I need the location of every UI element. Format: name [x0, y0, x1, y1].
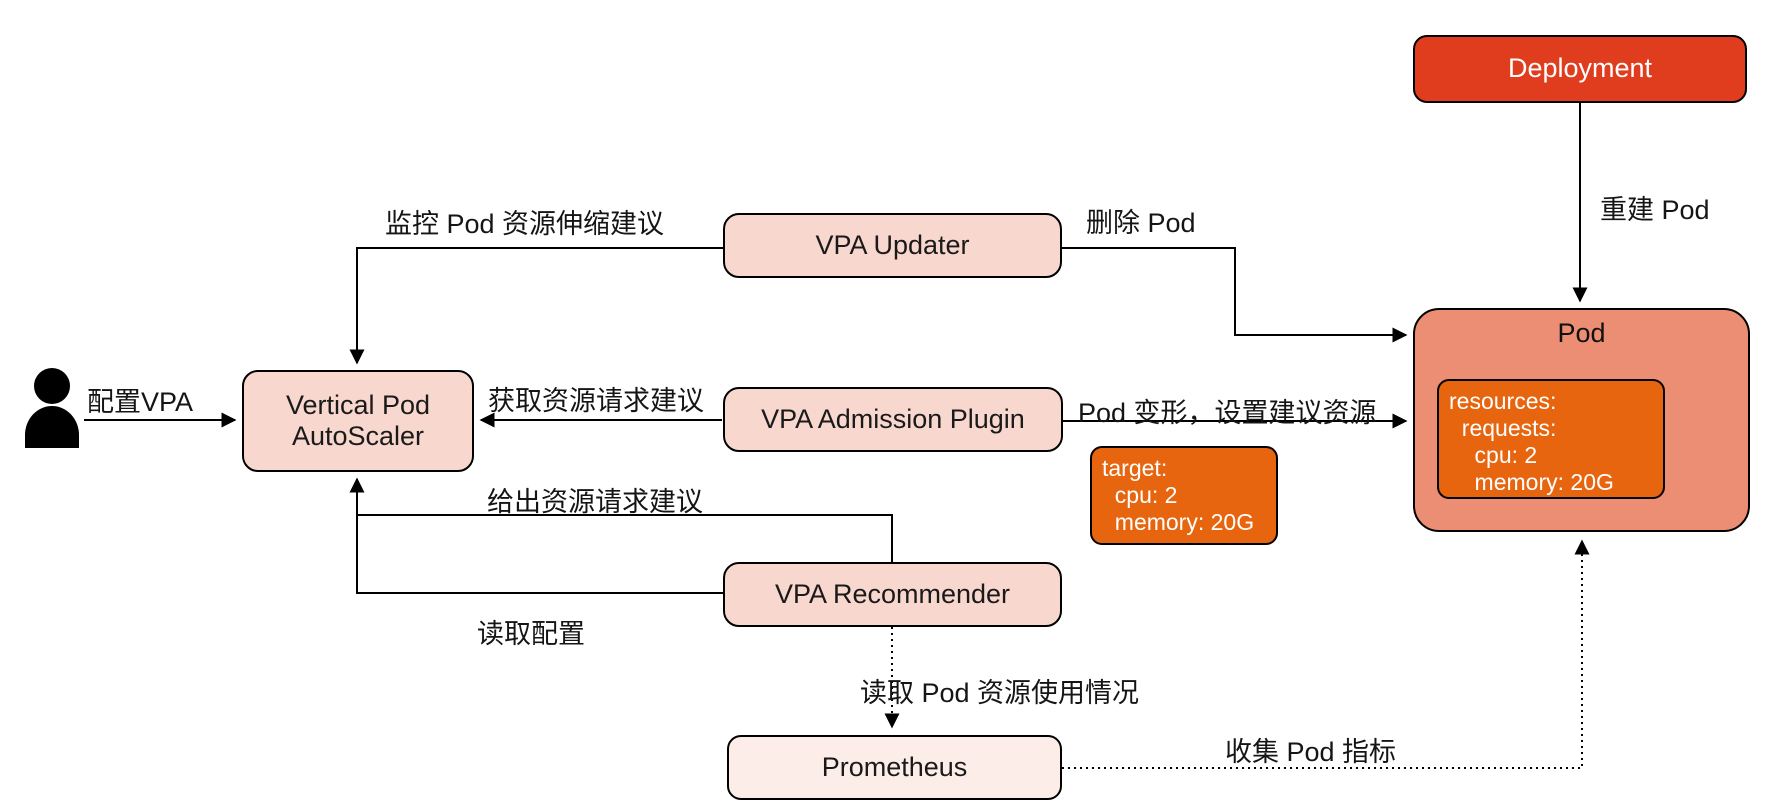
pod-resources-codebox: resources: requests: cpu: 2 memory: 20G: [1437, 379, 1665, 499]
edge-recommender-config: [356, 515, 723, 594]
vpa-updater-node: VPA Updater: [723, 213, 1062, 278]
user-icon: [25, 368, 79, 448]
vpa-recommender-node: VPA Recommender: [723, 562, 1062, 627]
edge-label-monitor: 监控 Pod 资源伸缩建议: [385, 209, 665, 239]
edge-label-collect-metrics: 收集 Pod 指标: [1225, 737, 1397, 767]
prometheus-node: Prometheus: [727, 735, 1062, 800]
deployment-node: Deployment: [1413, 35, 1747, 103]
edge-label-get-recommendation: 获取资源请求建议: [488, 386, 704, 416]
edge-label-configure-vpa: 配置VPA: [87, 387, 194, 417]
edge-label-read-config: 读取配置: [477, 619, 585, 649]
edge-label-pod-mutate: Pod 变形，设置建议资源: [1078, 398, 1377, 428]
pod-node-title: Pod: [1557, 318, 1606, 348]
vpa-admission-plugin-node: VPA Admission Plugin: [723, 387, 1063, 452]
edge-label-read-usage: 读取 Pod 资源使用情况: [860, 678, 1140, 708]
edge-label-rebuild-pod: 重建 Pod: [1600, 195, 1710, 225]
target-codebox: target: cpu: 2 memory: 20G: [1090, 446, 1278, 545]
edge-updater-to-pod: [1062, 247, 1408, 343]
edge-label-give-recommendation: 给出资源请求建议: [487, 487, 703, 517]
edge-updater-to-vpa: [349, 247, 723, 365]
edge-label-delete-pod: 删除 Pod: [1086, 208, 1196, 238]
edge-recommender-to-vpa: [349, 477, 893, 562]
vertical-pod-autoscaler-node: Vertical Pod AutoScaler: [242, 370, 474, 472]
pod-node: Pod resources: requests: cpu: 2 memory: …: [1413, 308, 1750, 532]
